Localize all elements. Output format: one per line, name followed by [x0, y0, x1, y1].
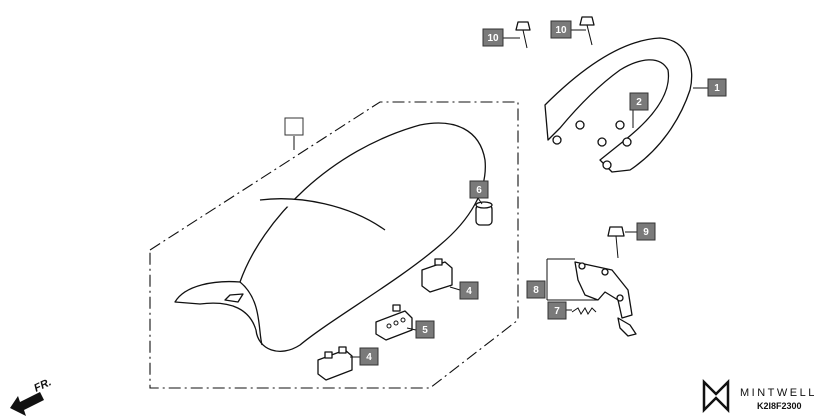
- seat-assembly-boundary: [149, 101, 519, 389]
- leader-lines: [293, 29, 708, 358]
- svg-text:1: 1: [714, 83, 720, 94]
- brand-watermark: MINTWELL K2I8F2300: [702, 378, 817, 414]
- svg-text:9: 9: [643, 227, 649, 238]
- callout-4-upper: 4: [459, 281, 479, 300]
- callout-seat: [284, 117, 304, 136]
- callout-10-left: 10: [482, 28, 504, 47]
- cushion-part: [475, 201, 493, 226]
- grab-rail-part: [544, 37, 693, 173]
- seat-part: [174, 122, 486, 352]
- callout-4-lower: 4: [359, 347, 379, 366]
- svg-text:5: 5: [422, 325, 428, 336]
- bolt-part-lock: [607, 226, 625, 259]
- svg-text:4: 4: [466, 286, 472, 297]
- callout-1: 1: [707, 78, 727, 97]
- bolt-part-left: [515, 21, 531, 49]
- svg-text:8: 8: [533, 285, 539, 296]
- svg-text:6: 6: [476, 185, 482, 196]
- svg-text:7: 7: [554, 306, 560, 317]
- rubber-block-part-middle: [375, 304, 413, 341]
- front-label: FR.: [32, 376, 53, 394]
- svg-text:10: 10: [487, 33, 499, 44]
- brand-logo-icon: [702, 378, 730, 414]
- rubber-block-part-lower: [317, 346, 353, 381]
- callout-5: 5: [415, 320, 435, 339]
- callout-7: 7: [547, 301, 567, 320]
- callout-9: 9: [636, 222, 656, 241]
- svg-text:4: 4: [366, 352, 372, 363]
- diagram-code: K2I8F2300: [757, 401, 802, 411]
- callout-2: 2: [629, 92, 649, 111]
- rubber-block-part-upper: [421, 258, 453, 293]
- brand-name: MINTWELL: [740, 387, 817, 399]
- front-arrow-icon: [10, 392, 44, 416]
- bolt-part-right: [579, 16, 595, 46]
- svg-text:2: 2: [636, 97, 642, 108]
- spring-part: [571, 307, 597, 315]
- callout-6: 6: [469, 180, 489, 199]
- front-direction-indicator: FR.: [10, 376, 53, 416]
- svg-text:10: 10: [555, 25, 567, 36]
- callout-8: 8: [526, 280, 546, 299]
- callout-10-right: 10: [550, 20, 572, 39]
- seat-lock-part: [574, 261, 637, 337]
